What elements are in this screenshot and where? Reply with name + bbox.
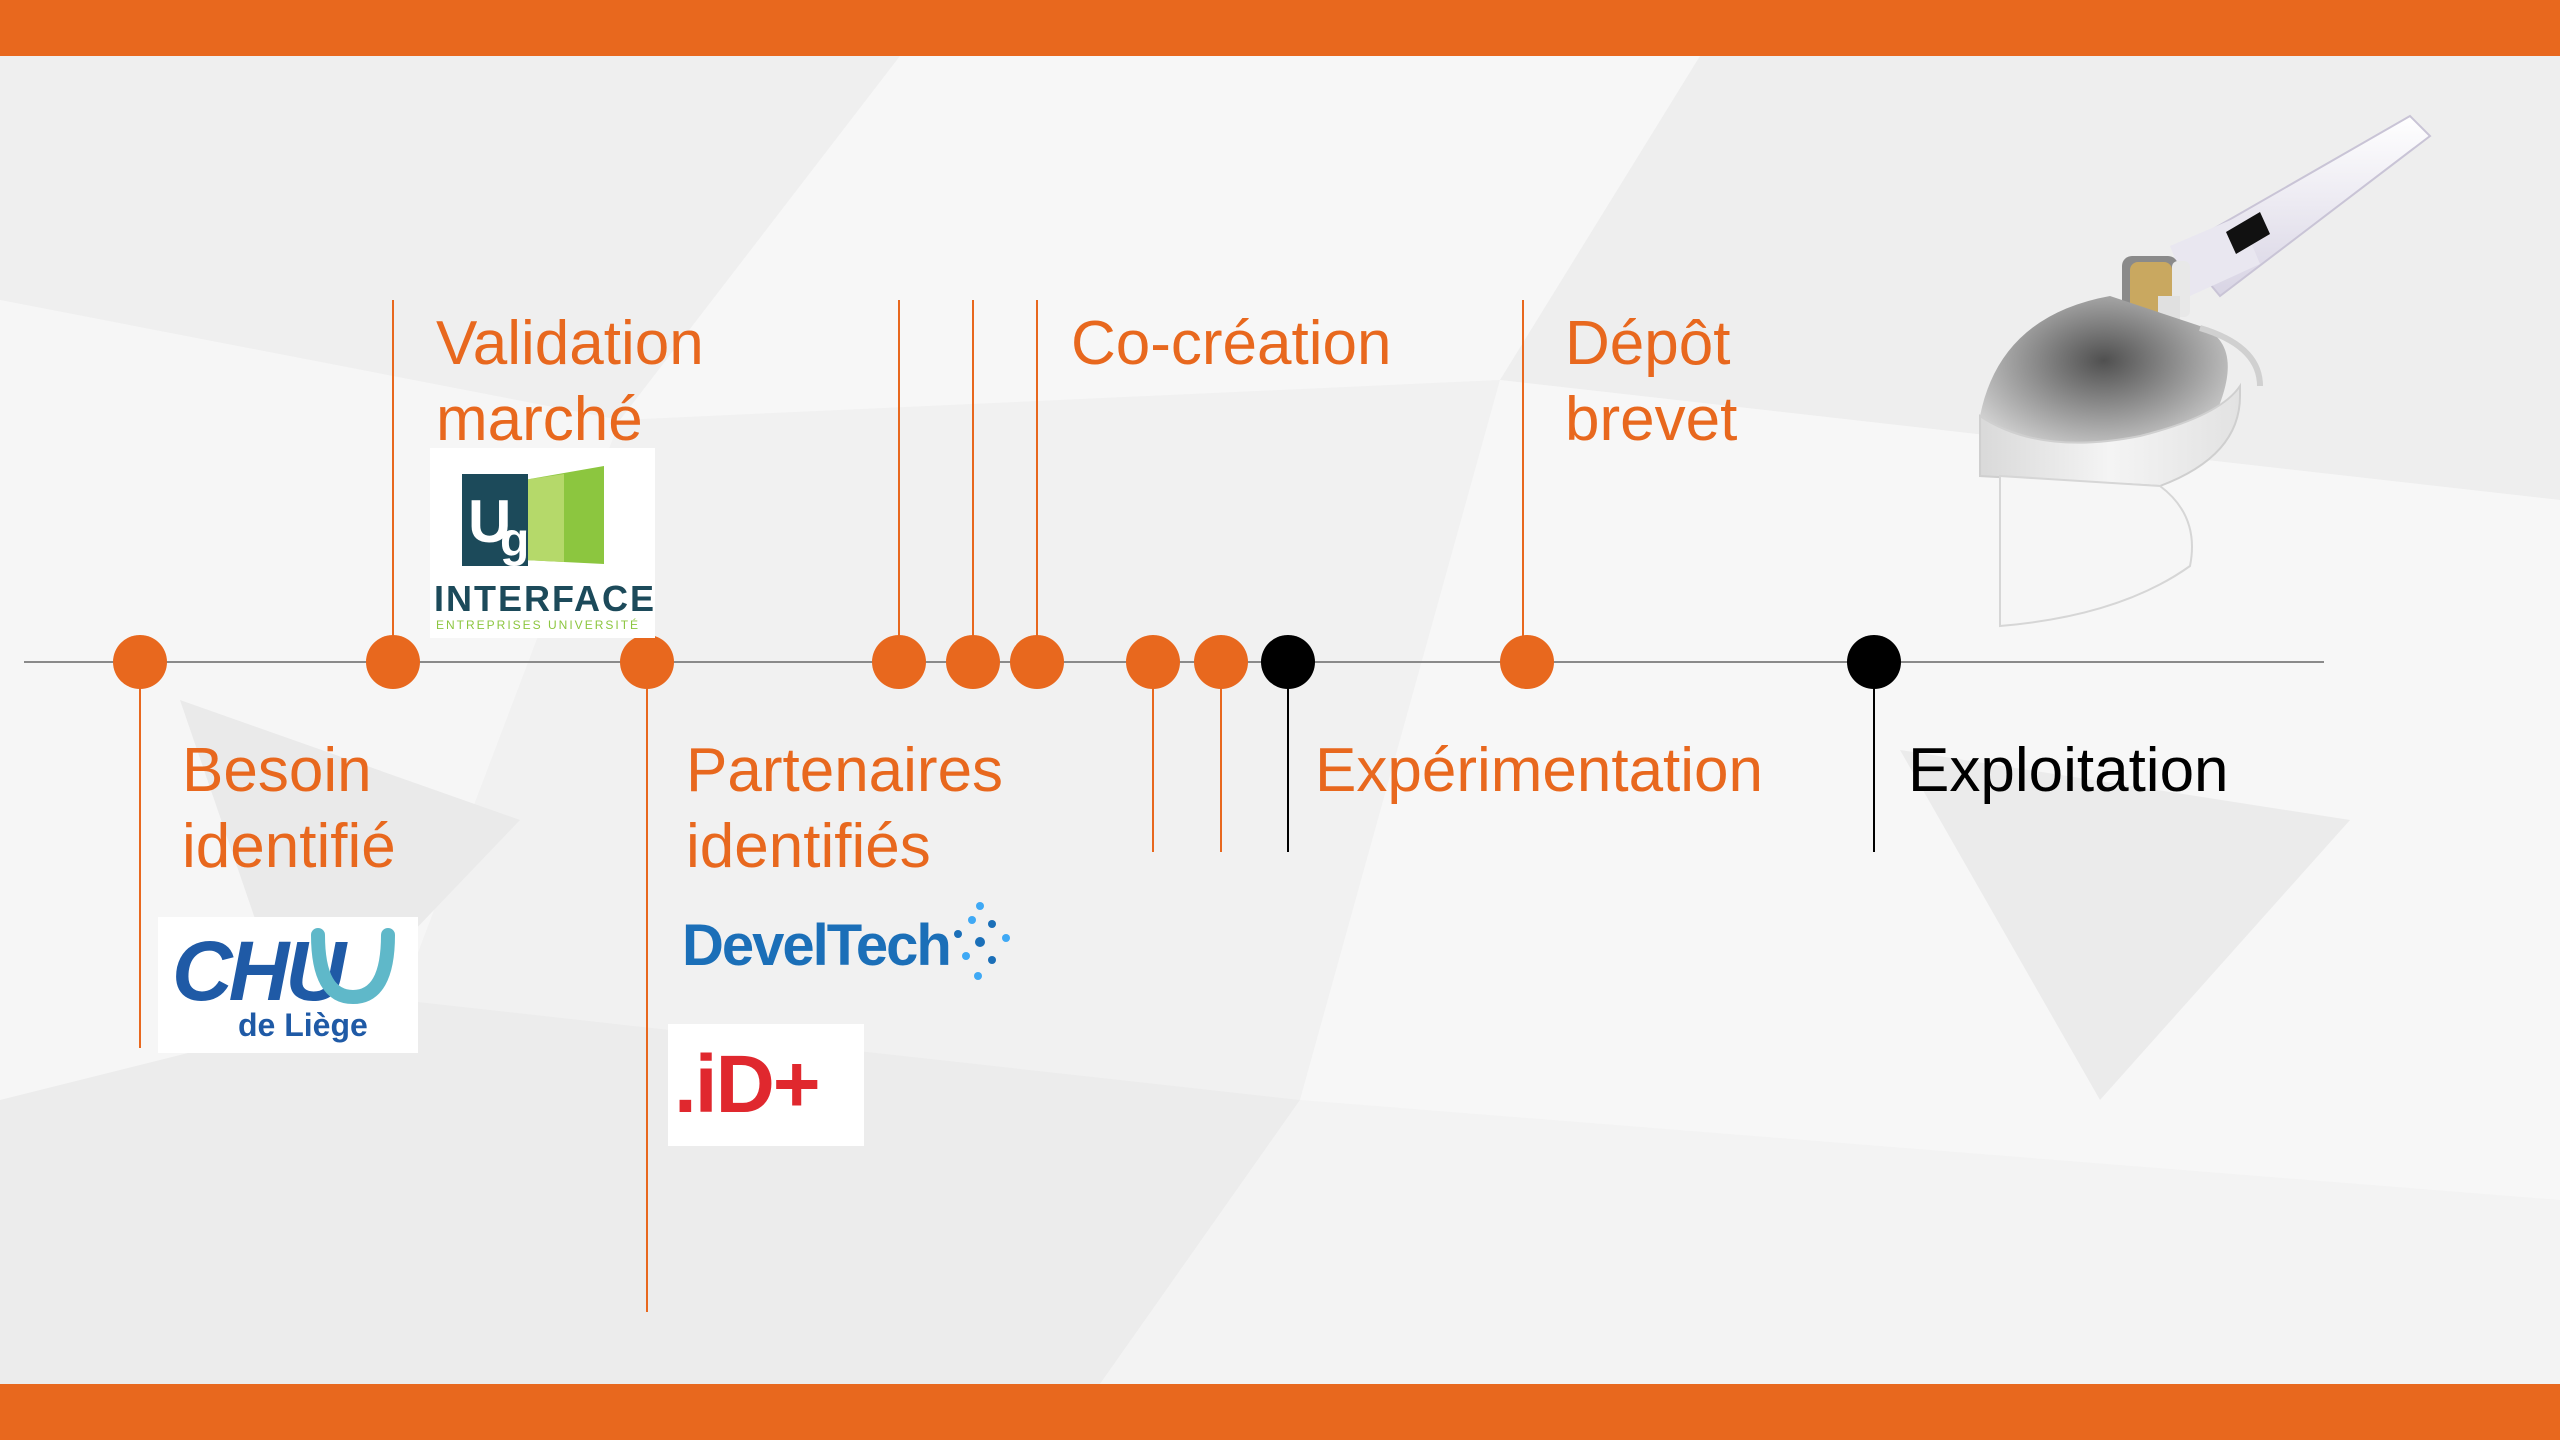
bottom-accent-bar <box>0 1384 2560 1440</box>
milestone-dot-depot <box>1500 635 1554 689</box>
connector-experimentation-1 <box>1152 688 1154 852</box>
ulg-logo-subtitle: ENTREPRISES UNIVERSITÉ <box>436 618 641 632</box>
milestone-dot-partenaires <box>620 635 674 689</box>
chu-logo-subtitle: de Liège <box>238 1007 368 1043</box>
svg-text:g: g <box>500 514 529 567</box>
develtech-star-icon <box>954 902 1010 980</box>
top-accent-bar <box>0 0 2560 56</box>
connector-depot <box>1522 300 1524 662</box>
ulg-logo-name: INTERFACE <box>434 578 657 619</box>
milestone-dot-validation <box>366 635 420 689</box>
label-cocreation: Co-création <box>1071 309 1392 378</box>
milestone-dot-besoin <box>113 635 167 689</box>
milestone-dot-4 <box>872 635 926 689</box>
chu-logo-swoosh <box>311 928 395 1005</box>
connector-partenaires <box>646 688 648 1312</box>
connector-validation <box>392 300 394 662</box>
milestone-dot-7 <box>1126 635 1180 689</box>
idplus-logo: .iD+ <box>668 1024 864 1146</box>
connector-cocreation-3 <box>1036 300 1038 662</box>
ulg-logo-mark: U g <box>462 466 604 567</box>
develtech-logo-text: DevelTech <box>682 913 952 978</box>
label-experimentation: Expérimentation <box>1315 736 1764 805</box>
connector-experimentation <box>1287 688 1289 852</box>
connector-exploitation <box>1873 688 1875 852</box>
connector-cocreation-1 <box>898 300 900 662</box>
milestone-dot-cocreation <box>1010 635 1064 689</box>
ulg-interface-logo: U g INTERFACE ENTREPRISES UNIVERSITÉ <box>430 448 655 638</box>
milestone-dot-exploitation <box>1847 635 1901 689</box>
label-exploitation: Exploitation <box>1908 736 2229 805</box>
connector-besoin <box>139 688 141 1048</box>
develtech-logo: DevelTech <box>680 898 1025 988</box>
connector-cocreation-2 <box>972 300 974 662</box>
dental-device-icon <box>1979 114 2432 628</box>
milestone-dot-experimentation <box>1261 635 1315 689</box>
svg-text:U: U <box>468 488 511 555</box>
idplus-logo-text: .iD+ <box>674 1039 821 1130</box>
chu-liege-logo: CHU de Liège <box>158 917 418 1053</box>
connector-experimentation-2 <box>1220 688 1222 852</box>
milestone-dot-8 <box>1194 635 1248 689</box>
milestone-dot-5 <box>946 635 1000 689</box>
